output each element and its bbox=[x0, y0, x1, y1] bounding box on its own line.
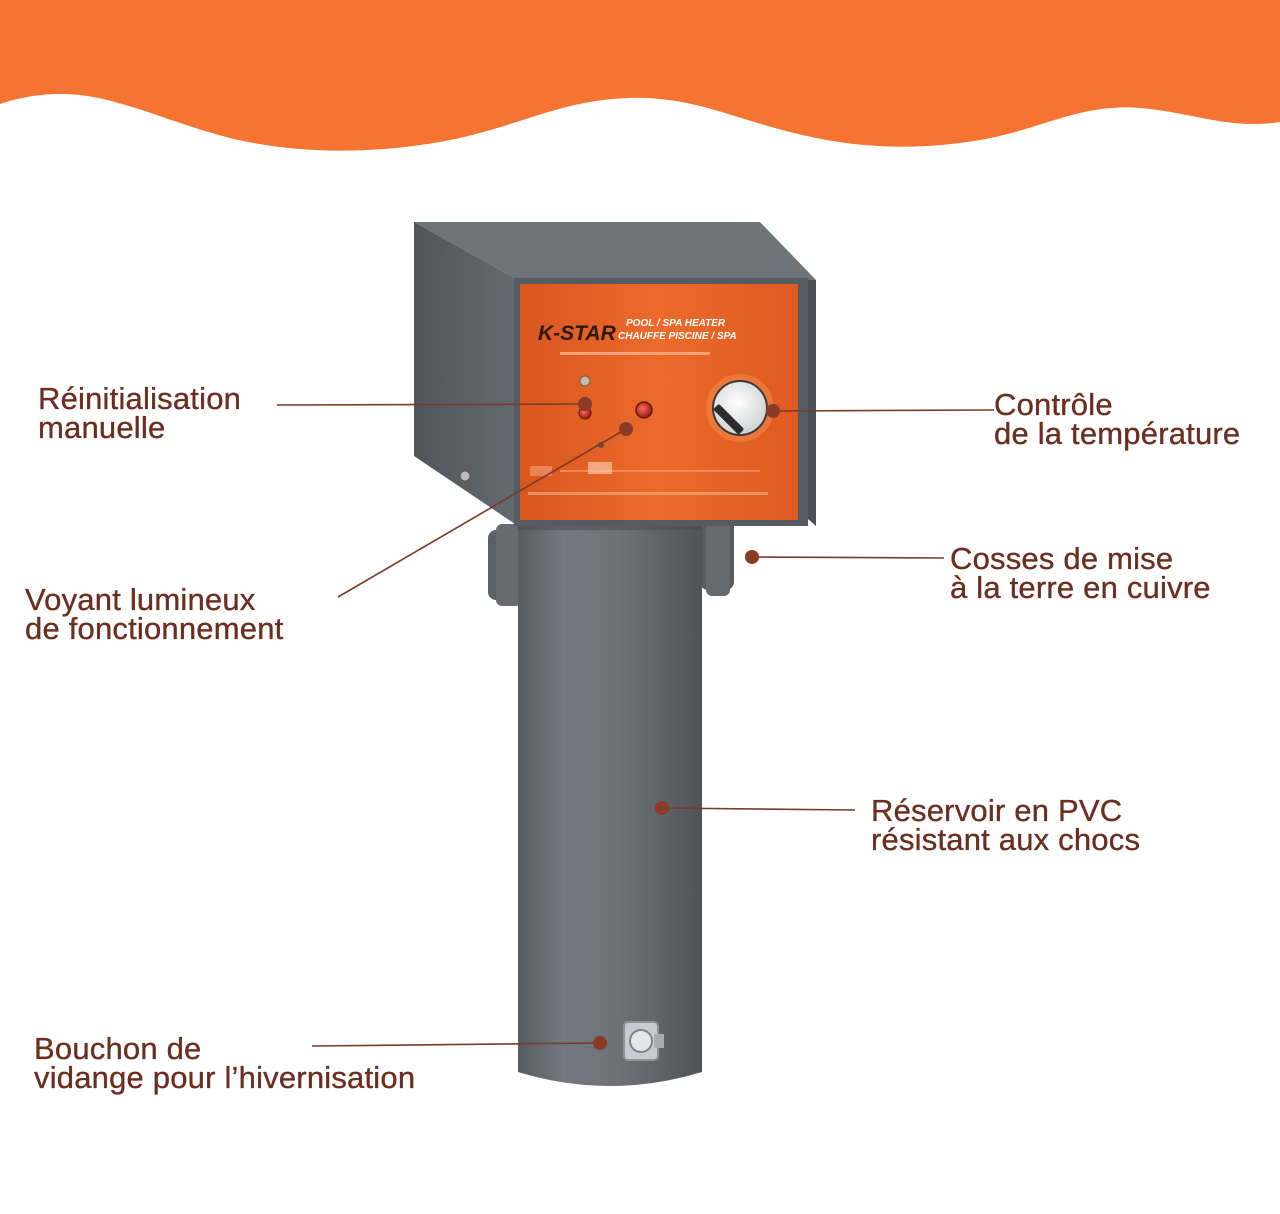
leader-manual-reset bbox=[276, 403, 586, 406]
callout-drain-plug: Bouchon de vidange pour l’hivernisation bbox=[34, 1031, 416, 1095]
dot-indicator-light bbox=[619, 422, 633, 436]
callout-manual-reset: Réinitialisation manuelle bbox=[38, 381, 242, 445]
callout-drain-plug-line1: Bouchon de bbox=[34, 1031, 202, 1066]
status-dot-icon bbox=[579, 375, 591, 387]
callout-manual-reset-line1: Réinitialisation bbox=[38, 381, 242, 416]
product-line-2: CHAUFFE PISCINE / SPA bbox=[618, 331, 737, 342]
dot-pvc-tank bbox=[655, 801, 669, 815]
control-panel: K-STAR POOL / SPA HEATER CHAUFFE PISCINE… bbox=[520, 284, 798, 520]
callout-manual-reset-line2: manuelle bbox=[38, 410, 166, 445]
callout-grounding-lugs: Cosses de mise à la terre en cuivre bbox=[950, 541, 1211, 605]
callout-grounding-lugs-line1: Cosses de mise bbox=[950, 541, 1174, 576]
header-wave bbox=[0, 0, 1280, 151]
dot-temperature-control bbox=[766, 404, 780, 418]
callout-temperature-control-line1: Contrôle bbox=[994, 387, 1113, 422]
callout-pvc-tank-line2: résistant aux chocs bbox=[871, 822, 1141, 857]
dot-manual-reset bbox=[578, 397, 592, 411]
callout-temperature-control: Contrôle de la température bbox=[994, 387, 1241, 451]
leader-temperature-control bbox=[772, 409, 995, 412]
callout-pvc-tank-line1: Réservoir en PVC bbox=[871, 793, 1123, 828]
dot-drain-plug bbox=[593, 1036, 607, 1050]
leader-pvc-tank bbox=[661, 807, 856, 811]
header-wave-shape bbox=[0, 0, 1280, 151]
callout-indicator-light-line2: de fonctionnement bbox=[25, 611, 284, 646]
temperature-dial[interactable] bbox=[706, 374, 774, 442]
indicator-light-icon bbox=[635, 401, 653, 419]
leader-grounding-lugs bbox=[751, 556, 945, 559]
brand-logo: K-STAR bbox=[538, 322, 617, 345]
callout-indicator-light: Voyant lumineux de fonctionnement bbox=[25, 582, 284, 646]
callout-grounding-lugs-line2: à la terre en cuivre bbox=[950, 570, 1211, 605]
callout-indicator-light-line1: Voyant lumineux bbox=[25, 582, 256, 617]
pipe-fitting-right bbox=[700, 512, 734, 596]
product-line-1: POOL / SPA HEATER bbox=[626, 318, 726, 329]
callout-pvc-tank: Réservoir en PVC résistant aux chocs bbox=[871, 793, 1141, 857]
pipe-fitting-left bbox=[488, 524, 524, 606]
drain-plug bbox=[623, 1021, 664, 1061]
leader-indicator-light bbox=[337, 428, 627, 598]
callout-drain-plug-line2: vidange pour l’hivernisation bbox=[34, 1060, 416, 1095]
dot-grounding-lugs bbox=[745, 550, 759, 564]
callout-temperature-control-line2: de la température bbox=[994, 416, 1241, 451]
leader-drain-plug bbox=[311, 1042, 601, 1047]
